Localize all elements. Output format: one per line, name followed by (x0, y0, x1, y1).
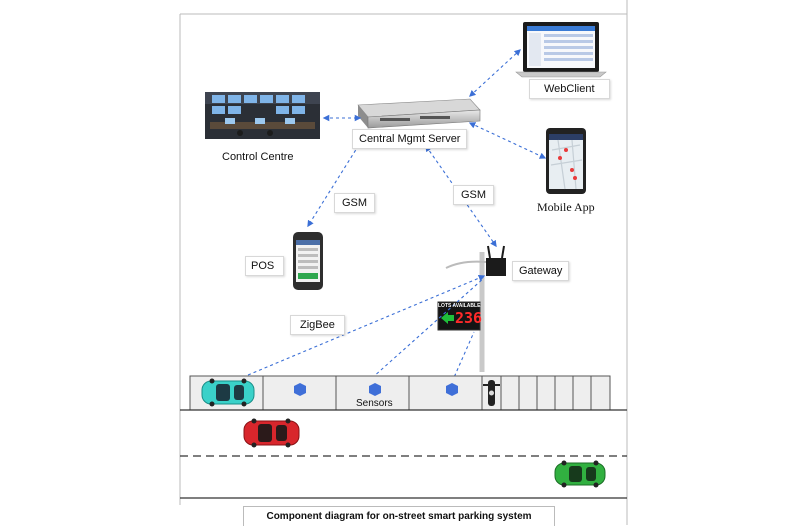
figure-caption: Component diagram for on-street smart pa… (243, 506, 555, 526)
laptop-icon (515, 22, 607, 78)
smartphone-icon (546, 128, 586, 194)
link-server-pos (307, 138, 363, 228)
car-icon (554, 460, 606, 488)
control-centre-label: Control Centre (222, 151, 294, 163)
link-server-mobile (468, 122, 547, 159)
led-sign-icon (437, 301, 481, 331)
link-sensor3-gateway (451, 331, 475, 383)
gsm-left-label: GSM (334, 193, 376, 213)
server-icon (357, 98, 481, 129)
gsm-right-label: GSM (453, 185, 495, 205)
zigbee-label: ZigBee (290, 315, 345, 335)
sign-count: 236 (455, 309, 483, 327)
car-icon (243, 418, 300, 448)
link-sensor2-gateway (371, 277, 485, 379)
sensors-label: Sensors (356, 398, 393, 409)
gateway-router-icon (445, 245, 506, 372)
web-client-label: WebClient (529, 79, 610, 99)
sensor-icon (294, 383, 306, 396)
sensor-icon (369, 383, 381, 396)
connection-links (247, 49, 547, 383)
pos-terminal-icon (293, 232, 323, 290)
link-sensor1-gateway (247, 274, 486, 376)
car-icon (201, 378, 255, 407)
central-server-label: Central Mgmt Server (352, 129, 468, 149)
pos-label: POS (245, 256, 285, 276)
link-server-web (469, 49, 521, 97)
parking-bays (189, 375, 611, 411)
gateway-label: Gateway (512, 261, 570, 281)
control-room-icon (205, 92, 320, 139)
sign-header: LOTS AVAILABLE (438, 303, 481, 309)
motorcycle-icon (483, 380, 500, 406)
mobile-app-label: Mobile App (537, 200, 595, 214)
sensor-icon (446, 383, 458, 396)
